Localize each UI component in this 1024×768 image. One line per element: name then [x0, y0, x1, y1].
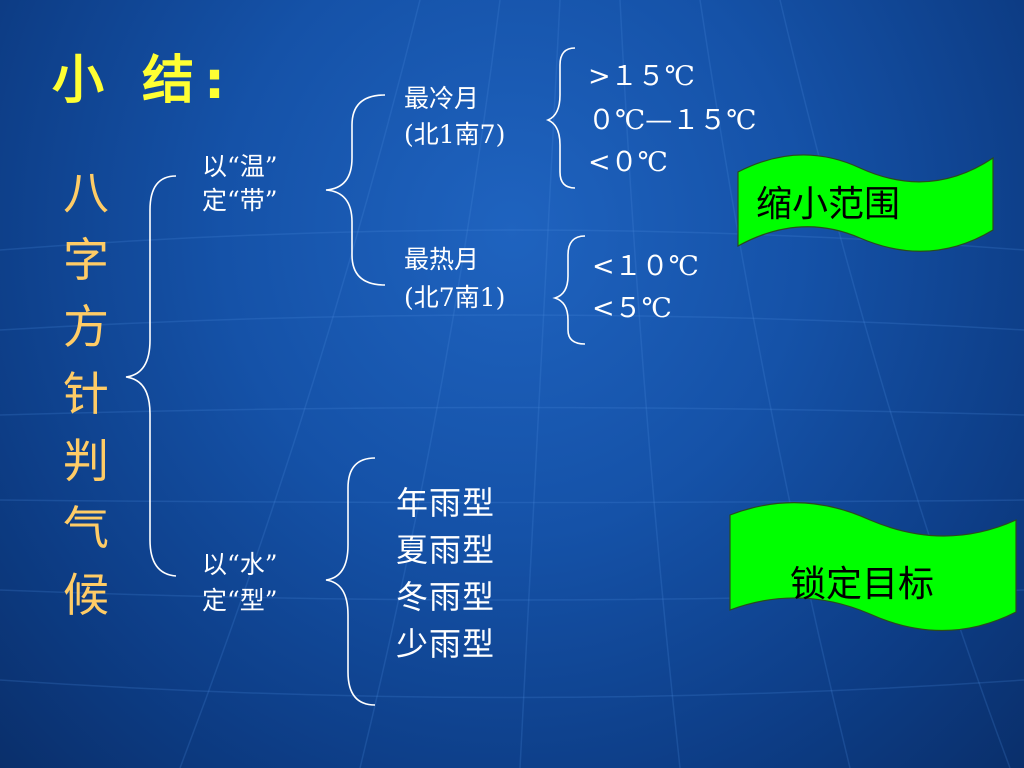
hottest-brace — [552, 235, 586, 345]
coldest-value: >１５℃ — [588, 61, 695, 92]
rain-type-item: 少雨型 — [396, 625, 496, 663]
hottest-month-label: 最热月 — [404, 245, 480, 274]
precipitation-label-line1: 以“水” — [202, 550, 278, 579]
coldest-value: <０℃ — [588, 147, 668, 178]
temperature-label-line2: 定“带” — [202, 186, 278, 215]
tag-lock-label: 锁定目标 — [790, 564, 935, 605]
vertical-char: 气 — [63, 501, 109, 555]
precipitation-label-line2: 定“型” — [202, 586, 278, 615]
coldest-month-label: 最冷月 — [404, 84, 480, 113]
main-brace — [125, 175, 177, 577]
coldest-brace — [545, 47, 576, 189]
tag-narrow-shape — [737, 154, 994, 252]
vertical-heading: 八 字 方 针 判 气 候 — [58, 160, 114, 629]
coldest-value: ０℃—１５℃ — [588, 105, 757, 136]
rain-type-item: 夏雨型 — [396, 531, 496, 569]
tag-lock-shape — [729, 502, 1017, 632]
vertical-char: 方 — [63, 300, 109, 354]
vertical-char: 针 — [63, 367, 109, 421]
tag-narrow-label: 缩小范围 — [756, 184, 901, 225]
precipitation-brace — [325, 457, 376, 706]
temperature-brace — [325, 94, 386, 286]
hottest-value: <１０℃ — [592, 251, 699, 282]
vertical-char: 候 — [63, 568, 109, 622]
vertical-char: 字 — [63, 233, 109, 287]
temperature-label-line1: 以“温” — [202, 152, 278, 181]
rain-type-item: 年雨型 — [396, 484, 496, 522]
coldest-month-note: (北1南7) — [404, 120, 506, 149]
hottest-value: <５℃ — [592, 293, 672, 324]
rain-type-item: 冬雨型 — [396, 578, 496, 616]
slide-title: 小 结: — [52, 51, 235, 111]
vertical-char: 判 — [63, 434, 109, 488]
hottest-month-note: (北7南1) — [404, 283, 506, 312]
vertical-char: 八 — [63, 166, 109, 220]
